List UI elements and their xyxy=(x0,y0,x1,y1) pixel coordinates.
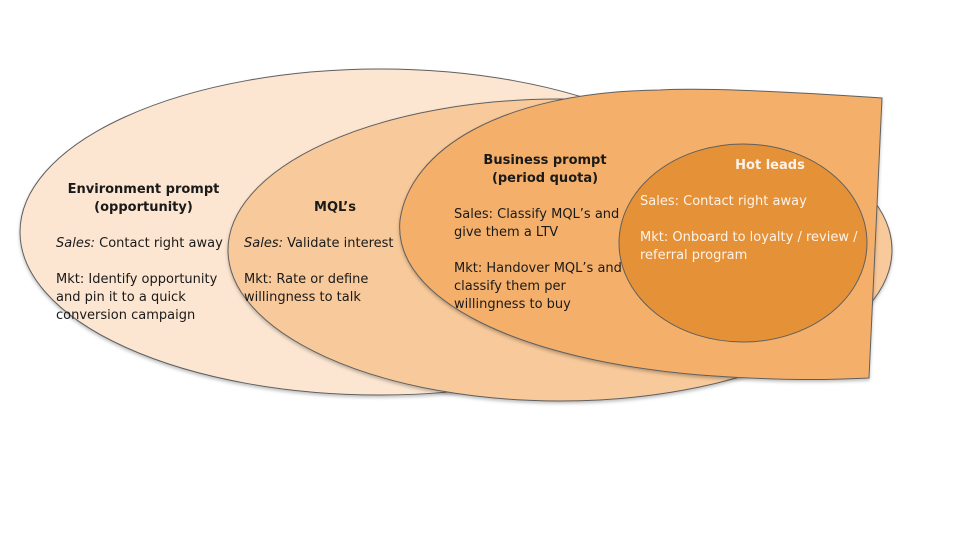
sales-prefix: Sales: xyxy=(244,236,283,251)
business-prompt-title-line: (period quota) xyxy=(491,171,599,186)
mqls-title-line: MQL’s xyxy=(314,200,356,215)
hot-leads-title: Hot leads xyxy=(720,157,820,175)
mkt-line: classify them per xyxy=(454,279,566,294)
business-prompt-title-line: Business prompt xyxy=(483,153,607,168)
environment-prompt-title-line: Environment prompt xyxy=(67,182,220,197)
environment-prompt-title-line: (opportunity) xyxy=(94,200,193,215)
business-mkt-text: Mkt: Handover MQL’s and classify them pe… xyxy=(454,260,622,314)
sales-line: give them a LTV xyxy=(454,225,559,240)
mkt-line: Mkt: Rate or define xyxy=(244,272,369,287)
environment-prompt-title: Environment prompt (opportunity) xyxy=(56,181,231,217)
mkt-line: conversion campaign xyxy=(56,308,196,323)
sales-line: Sales: Contact right away xyxy=(640,194,807,209)
mqls-title: MQL’s xyxy=(300,199,370,217)
environment-mkt-text: Mkt: Identify opportunity and pin it to … xyxy=(56,271,217,325)
mqls-sales-text: Sales: Validate interest xyxy=(244,235,394,253)
environment-sales-text: Sales: Contact right away xyxy=(56,235,223,253)
business-prompt-title: Business prompt (period quota) xyxy=(470,152,620,188)
hot-leads-title-line: Hot leads xyxy=(735,158,805,173)
mkt-line: and pin it to a quick xyxy=(56,290,186,305)
mkt-line: willingness to talk xyxy=(244,290,361,305)
hot-leads-mkt-text: Mkt: Onboard to loyalty / review / refer… xyxy=(640,229,857,265)
sales-text: Contact right away xyxy=(94,236,223,251)
sales-text: Validate interest xyxy=(282,236,394,251)
mkt-line: Mkt: Identify opportunity xyxy=(56,272,218,287)
hot-leads-sales-text: Sales: Contact right away xyxy=(640,193,807,211)
mkt-line: Mkt: Handover MQL’s and xyxy=(454,261,622,276)
business-sales-text: Sales: Classify MQL’s and give them a LT… xyxy=(454,206,619,242)
mkt-line: Mkt: Onboard to loyalty / review / xyxy=(640,230,858,245)
hot-leads-ellipse xyxy=(618,143,868,343)
mqls-mkt-text: Mkt: Rate or define willingness to talk xyxy=(244,271,368,307)
mkt-line: referral program xyxy=(640,248,748,263)
sales-line: Sales: Classify MQL’s and xyxy=(454,207,620,222)
sales-prefix: Sales: xyxy=(56,236,95,251)
mkt-line: willingness to buy xyxy=(454,297,571,312)
